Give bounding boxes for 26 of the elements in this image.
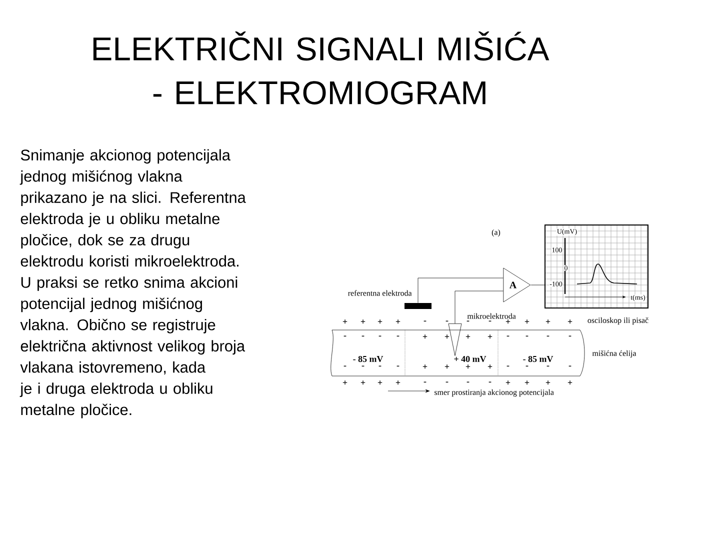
- charge-sign: +: [422, 364, 428, 369]
- charge-sign: +: [466, 364, 470, 369]
- charge-sign: +: [488, 364, 492, 369]
- electrode-plate: [404, 303, 432, 309]
- charge-sign: +: [444, 364, 450, 369]
- charge-sign: +: [524, 319, 530, 324]
- charge-sign: +: [466, 334, 470, 339]
- charge-sign: -: [466, 320, 470, 322]
- wire: [418, 278, 504, 303]
- amplifier-triangle: A: [503, 268, 531, 302]
- charge-sign: -: [424, 320, 426, 322]
- charge-sign: +: [568, 319, 572, 324]
- wire: [530, 284, 545, 286]
- charge-sign: +: [546, 319, 550, 324]
- charge-sign: +: [378, 319, 382, 324]
- slide-title: ELEKTRIČNI SIGNALI MIŠIĆA - ELEKTROMIOGRAM: [93, 32, 550, 104]
- charge-sign: +: [396, 319, 400, 324]
- wire: [454, 290, 504, 324]
- charge-sign: +: [506, 319, 510, 324]
- charge-sign: -: [446, 320, 448, 322]
- charge-sign: +: [488, 334, 492, 339]
- charge-sign: -: [488, 320, 492, 322]
- body-text: Snimanje akcionog potencijala jednog mišićnog vlakna prikazano je na slici. Referentna elektroda je u obliku metalne pločice, dok se za drugu elektrodu koristi mikroelektroda. U praksi se retko snima akcioni potencijal jednog mišićnog vlakna. Obično se registruje električna aktivnost velikog broja vlakana istovremeno, kada je i druga elektroda u obliku metalne pločice.: [20, 149, 246, 418]
- charge-sign: +: [444, 334, 450, 339]
- charge-sign: +: [422, 334, 428, 339]
- microelectrode: [448, 323, 462, 356]
